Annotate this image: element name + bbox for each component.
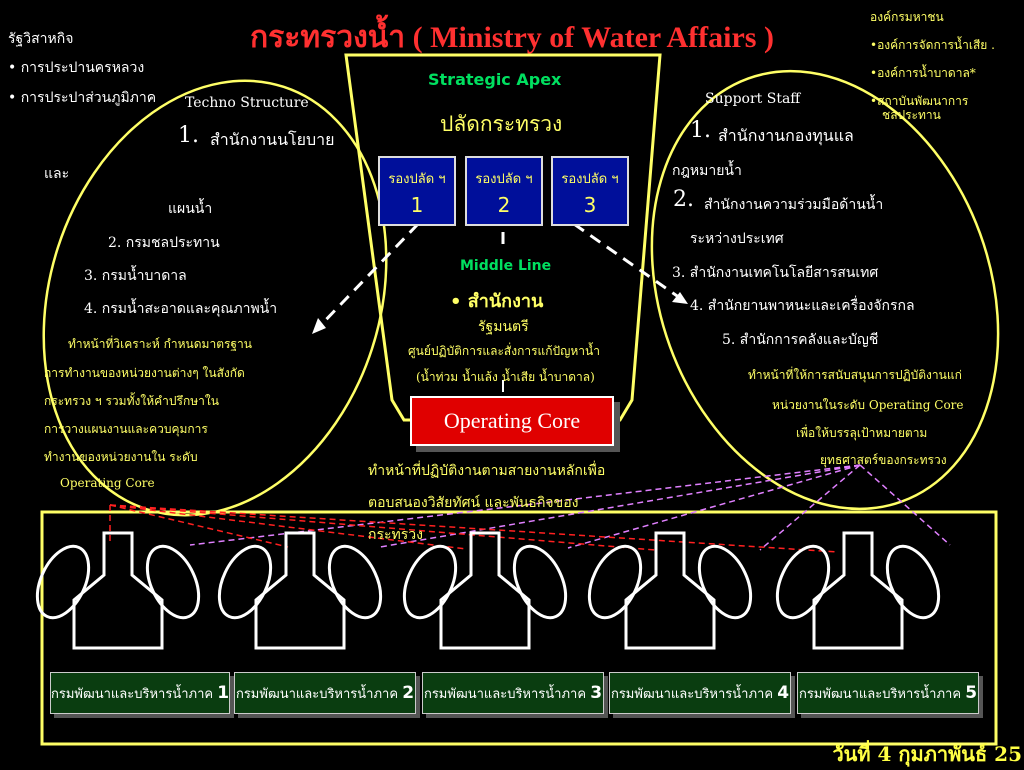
unit-right-ellipse: [697, 544, 753, 620]
dept-number: 5: [965, 683, 978, 703]
dept-label: กรมพัฒนาและบริหารน้ำภาค: [798, 687, 962, 702]
techno-item: 2. กรมชลประทาน: [108, 235, 220, 251]
dept-label: กรมพัฒนาและบริหารน้ำภาค: [51, 687, 214, 702]
unit-body: [439, 531, 531, 650]
techno-desc: การทำงานของหน่วยงานต่างๆ ในสังกัด: [44, 366, 245, 380]
dept-number: 3: [590, 683, 603, 703]
operating-core-desc: ทำหน้าที่ปฏิบัติงานตามสายงานหลักเพื่อ: [368, 463, 606, 479]
operating-core-desc: ตอบสนองวิสัยทัศน์ และพันธกิจของ: [368, 495, 579, 511]
state-enterprise-heading: รัฐวิสาหกิจ: [8, 31, 74, 47]
page-title: กระทรวงน้ำ ( Ministry of Water Affairs ): [250, 21, 774, 54]
dept-label: กรมพัฒนาและบริหารน้ำภาค: [423, 687, 587, 702]
techno-desc: ทำงานของหน่วยงานใน ระดับ: [44, 450, 198, 464]
unit-left-ellipse: [402, 544, 458, 620]
deputy-box-1: รองปลัด ฯ 1: [378, 156, 456, 226]
dept-number: 2: [402, 683, 415, 703]
public-org-heading: องค์กรมหาชน: [870, 10, 944, 24]
support-desc: ยุทธศาสตร์ของกระทรวง: [820, 453, 947, 467]
support-item-1: สำนักงานกองทุนแล: [718, 126, 854, 145]
regional-water-dept-5: กรมพัฒนาและบริหารน้ำภาค 5: [797, 672, 979, 714]
unit-right-ellipse: [327, 544, 383, 620]
techno-item-1b: แผนน้ำ: [168, 201, 213, 217]
unit-left-ellipse: [217, 544, 273, 620]
techno-desc: Operating Core: [60, 476, 155, 490]
strategic-apex-label: Strategic Apex: [428, 70, 562, 89]
unit-body: [812, 531, 904, 650]
unit-body: [624, 531, 716, 650]
state-enterprise-item: • การประปาส่วนภูมิภาค: [8, 90, 157, 106]
techno-item-1: สำนักงานนโยบาย: [210, 130, 335, 149]
dept-number: 1: [217, 683, 230, 703]
techno-item: 4. กรมน้ำสะอาดและคุณภาพน้ำ: [84, 301, 278, 317]
support-item-2b: ระหว่างประเทศ: [690, 231, 784, 247]
unit-left-ellipse: [587, 544, 643, 620]
regional-water-dept-4: กรมพัฒนาและบริหารน้ำภาค 4: [609, 672, 791, 714]
deputy-label: รองปลัด ฯ: [561, 172, 619, 187]
dept-number: 4: [777, 683, 790, 703]
unit-right-ellipse: [145, 544, 201, 620]
public-org-item: •องค์การจัดการน้ำเสีย .: [870, 38, 995, 52]
support-staff-label: Support Staff: [705, 91, 801, 107]
support-item-1b: กฎหมายน้ำ: [672, 163, 742, 179]
support-item: 4. สำนักยานพาหนะและเครื่องจักรกล: [690, 298, 915, 314]
support-desc: เพื่อให้บรรลุเป้าหมายตาม: [796, 426, 928, 440]
public-org-item: •สถาบันพัฒนาการ: [870, 94, 969, 108]
techno-structure-ellipse: [42, 79, 388, 517]
unit-left-ellipse: [775, 544, 831, 620]
unit-left-ellipse: [35, 544, 91, 620]
unit-right-ellipse: [512, 544, 568, 620]
deputy-label: รองปลัด ฯ: [475, 172, 533, 187]
footer-year: 25: [994, 742, 1022, 766]
techno-desc: การวางแผนงานและควบคุมการ: [44, 422, 208, 436]
deputy-number: 3: [583, 193, 597, 217]
public-org-item: ชลประทาน: [882, 108, 941, 122]
support-item-2-num: 2.: [673, 187, 694, 212]
support-item-1-num: 1.: [690, 118, 711, 143]
regional-water-dept-3: กรมพัฒนาและบริหารน้ำภาค 3: [422, 672, 604, 714]
deputy-box-2: รองปลัด ฯ 2: [465, 156, 543, 226]
support-item: 3. สำนักงานเทคโนโลยีสารสนเทศ: [672, 265, 879, 281]
footer-month: กุมภาพันธ์: [898, 742, 988, 766]
operating-core-desc: กระทรวง: [368, 527, 423, 543]
techno-item: 3. กรมน้ำบาดาล: [84, 268, 187, 284]
unit-body: [72, 531, 164, 650]
techno-and: และ: [44, 166, 70, 182]
minister-office-label: • สำนักงาน: [450, 291, 544, 312]
minister-office-label-2: รัฐมนตรี: [478, 319, 529, 335]
support-desc: หน่วยงานในระดับ Operating Core: [772, 398, 964, 412]
support-desc: ทำหน้าที่ให้การสนับสนุนการปฏิบัติงานแก่: [748, 368, 962, 382]
support-item-2: สำนักงานความร่วมมือด้านน้ำ: [704, 197, 884, 213]
state-enterprise-item: • การประปานครหลวง: [8, 60, 145, 76]
water-command-center-scope: (น้ำท่วม น้ำแล้ง น้ำเสีย น้ำบาดาล): [416, 370, 595, 384]
water-command-center: ศูนย์ปฏิบัติการและสั่งการแก้ปัญหาน้ำ: [408, 344, 600, 358]
permanent-secretary: ปลัดกระทรวง: [440, 112, 563, 136]
deputy-number: 1: [410, 193, 424, 217]
slide-footer-date: วันที่ 4 กุมภาพันธ์ 25: [832, 738, 1022, 770]
techno-item-1-num: 1.: [178, 123, 199, 148]
operating-core-box: Operating Core: [410, 396, 614, 446]
footer-text: วันที่: [832, 742, 871, 766]
public-org-item: •องค์การน้ำบาดาล*: [870, 66, 976, 80]
deputy-number: 2: [497, 193, 511, 217]
middle-line-label: Middle Line: [460, 258, 552, 274]
deputy-box-3: รองปลัด ฯ 3: [551, 156, 629, 226]
strategic-apex-shape: [344, 53, 662, 422]
regional-water-dept-2: กรมพัฒนาและบริหารน้ำภาค 2: [234, 672, 416, 714]
deputy-label: รองปลัด ฯ: [388, 172, 446, 187]
footer-day: 4: [877, 742, 892, 766]
unit-body: [254, 531, 346, 650]
dept-label: กรมพัฒนาและบริหารน้ำภาค: [610, 687, 774, 702]
techno-desc: ทำหน้าที่วิเคราะห์ กำหนดมาตรฐาน: [68, 337, 252, 351]
operating-core-frame: [40, 510, 998, 746]
regional-water-dept-1: กรมพัฒนาและบริหารน้ำภาค 1: [50, 672, 230, 714]
support-item: 5. สำนักการคลังและบัญชี: [722, 332, 879, 348]
techno-structure-label: Techno Structure: [185, 95, 309, 111]
unit-right-ellipse: [885, 544, 941, 620]
techno-desc: กระทรวง ฯ รวมทั้งให้คำปรึกษาใน: [44, 394, 219, 408]
dept-label: กรมพัฒนาและบริหารน้ำภาค: [235, 687, 399, 702]
